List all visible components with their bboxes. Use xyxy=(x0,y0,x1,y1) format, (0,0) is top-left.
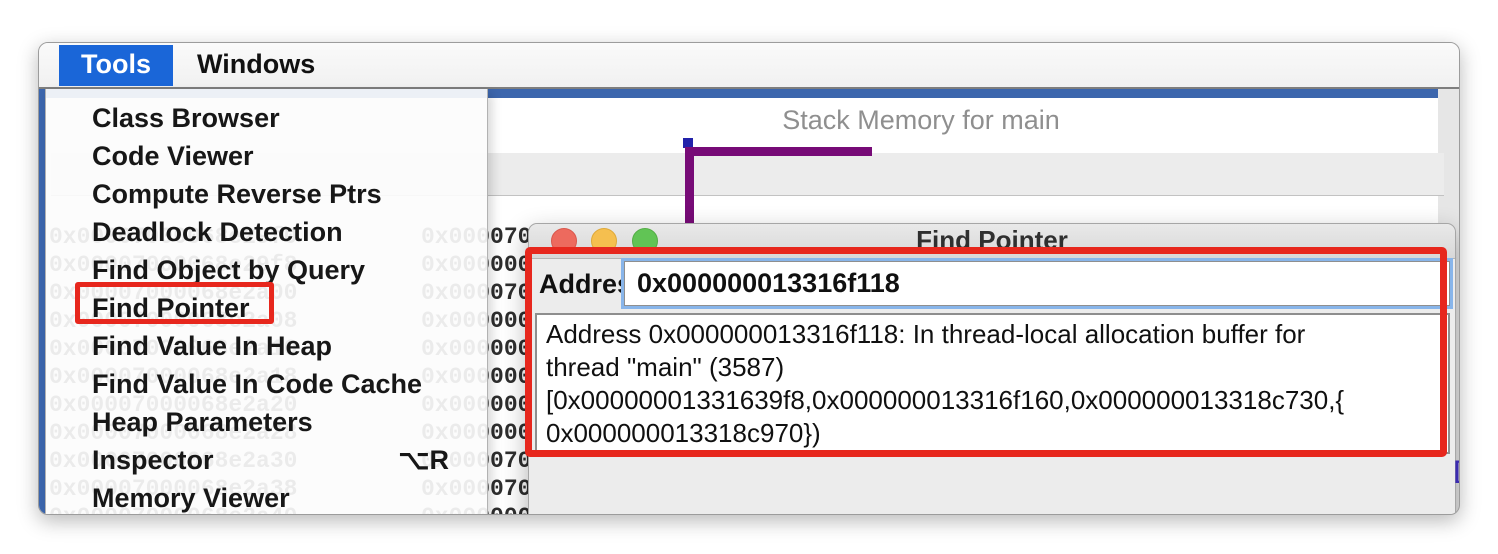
menu-item-shortcut: ⌥R xyxy=(398,444,449,475)
background-text-fragment: [ xyxy=(1451,459,1459,486)
menu-item-label: Class Browser xyxy=(92,102,280,133)
menu-item-label: Code Viewer xyxy=(92,140,254,171)
tools-dropdown-menu: Class Browser Code Viewer Compute Revers… xyxy=(45,89,488,514)
menu-item-label: Heap Parameters xyxy=(92,406,313,437)
menu-item-label: Memory Viewer xyxy=(92,482,290,513)
menu-item-heap-parameters[interactable]: Heap Parameters xyxy=(46,403,487,441)
address-input[interactable] xyxy=(624,261,1450,306)
result-line-0x000000013318c970: 0x000000013318c970}) xyxy=(546,418,821,448)
menu-item-label: Compute Reverse Ptrs xyxy=(92,178,382,209)
menu-item-find-object-by-query[interactable]: Find Object by Query xyxy=(46,251,487,289)
menubar-menu-windows[interactable]: Windows xyxy=(197,48,316,79)
menu-item-code-viewer[interactable]: Code Viewer xyxy=(46,137,487,175)
menu-item-inspector[interactable]: Inspector ⌥R xyxy=(46,441,487,479)
menu-item-label: Find Object by Query xyxy=(92,254,366,285)
find-pointer-result-area: Address 0x000000013316f118: In thread-lo… xyxy=(535,313,1450,454)
menu-item-compute-reverse-ptrs[interactable]: Compute Reverse Ptrs xyxy=(46,175,487,213)
menubar: Tools Windows xyxy=(39,43,1459,89)
frame-bracket-top xyxy=(685,147,872,156)
find-pointer-dialog-highlight-box xyxy=(525,247,1447,457)
menu-item-memory-viewer[interactable]: Memory Viewer xyxy=(46,479,487,514)
menu-item-find-value-in-heap[interactable]: Find Value In Heap xyxy=(46,327,487,365)
menu-item-label: Find Value In Heap xyxy=(92,330,333,361)
menu-item-find-value-in-code-cache[interactable]: Find Value In Code Cache xyxy=(46,365,487,403)
result-line-thread-main-3587: thread "main" (3587) xyxy=(546,352,785,382)
menubar-menu-tools[interactable]: Tools xyxy=(59,44,173,86)
result-line-0x00000001331639f8-0x000000013316f160-0x000000013318c730: [0x00000001331639f8,0x000000013316f160,0… xyxy=(546,385,1345,415)
menu-item-label: Find Value In Code Cache xyxy=(92,368,423,399)
menu-item-label: Inspector xyxy=(92,444,214,475)
result-line-address-0x000000013316f118-in-thread-local-allocation-buffer-for: Address 0x000000013316f118: In thread-lo… xyxy=(546,319,1306,349)
stack-memory-title: Stack Memory for main xyxy=(782,105,1060,135)
menu-item-deadlock-detection[interactable]: Deadlock Detection xyxy=(46,213,487,251)
frame-marker-square xyxy=(683,138,693,148)
menu-item-label: Deadlock Detection xyxy=(92,216,343,247)
menu-item-class-browser[interactable]: Class Browser xyxy=(46,99,487,137)
find-pointer-menu-highlight-box xyxy=(75,282,274,324)
hsdb-application-window: Stack Memory for main 0x00007000068e29f0… xyxy=(38,42,1460,515)
menu-item-label: Find Pointer xyxy=(92,292,250,323)
menu-item-find-pointer[interactable]: Find Pointer xyxy=(46,289,487,327)
